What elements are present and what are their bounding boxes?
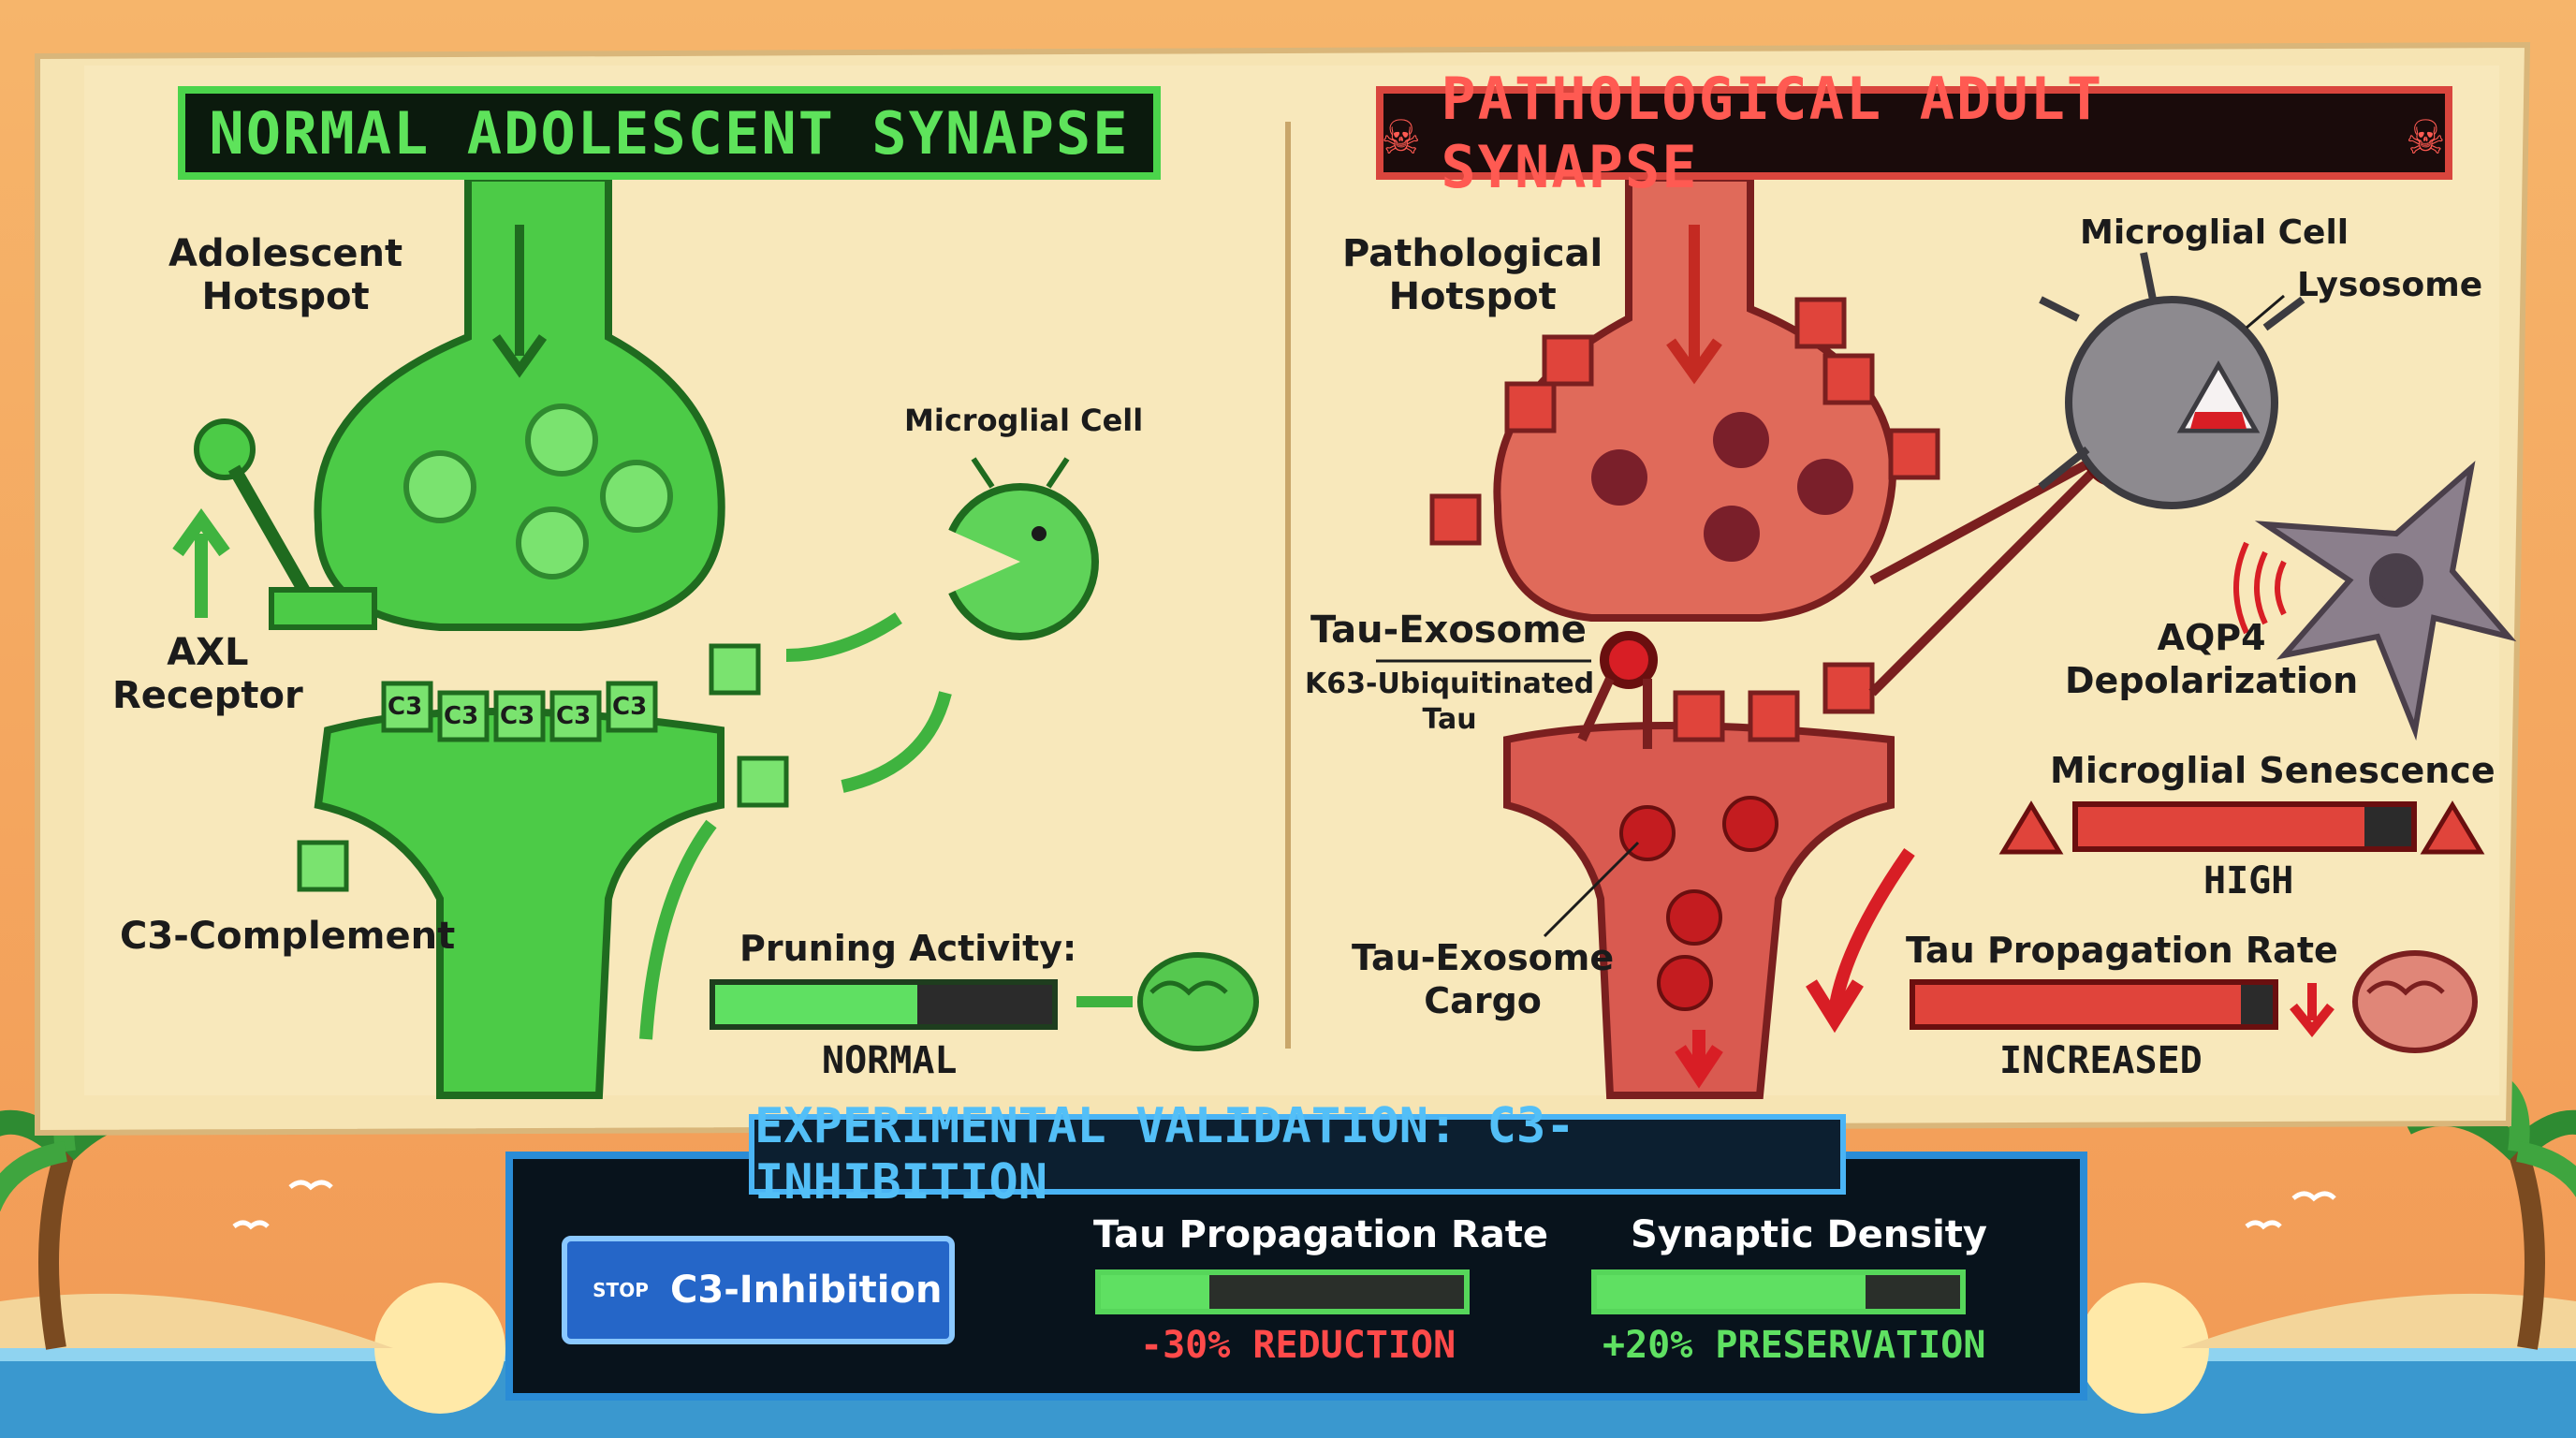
exp-tau-value: -30% REDUCTION — [1140, 1324, 1456, 1367]
red-flow-arrows — [1675, 847, 1915, 1089]
lysosome-label: Lysosome — [2297, 266, 2483, 304]
adolescent-hotspot-label: Adolescent Hotspot — [168, 232, 403, 318]
pruning-activity-bar — [710, 979, 1058, 1030]
c3-inhibition-button[interactable]: STOP C3-Inhibition — [562, 1236, 955, 1344]
pruning-activity-fill — [715, 985, 917, 1024]
microglial-senescence-bar — [2072, 801, 2417, 852]
normal-presynaptic-terminal — [314, 174, 725, 631]
c3-tag: C3 — [444, 702, 479, 730]
tau-propagation-bar — [1910, 979, 2278, 1030]
axl-receptor-lever — [172, 418, 377, 630]
normal-c3-tags — [297, 643, 789, 892]
c3-tag: C3 — [388, 693, 423, 721]
axl-receptor-label: AXL Receptor — [112, 631, 303, 717]
pruning-activity-value: NORMAL — [822, 1039, 958, 1082]
skull-icon: ☠ — [1383, 98, 1421, 168]
exp-density-label: Synaptic Density — [1631, 1213, 1987, 1256]
patho-panel-title: ☠ PATHOLOGICAL ADULT SYNAPSE ☠ — [1376, 65, 2452, 201]
patho-title-text: PATHOLOGICAL ADULT SYNAPSE — [1441, 65, 2104, 201]
exp-density-value: +20% PRESERVATION — [1603, 1324, 1986, 1367]
normal-flow-arrows — [639, 612, 952, 1040]
microglial-cell-patho — [2038, 252, 2305, 509]
k63-label: K63-Ubiquitinated Tau — [1305, 668, 1595, 736]
aqp4-waves — [2233, 541, 2287, 635]
c3-tag: C3 — [500, 702, 535, 730]
skull-icon: ☠ — [2408, 98, 2445, 168]
microglial-cell-label-patho: Microglial Cell — [2080, 213, 2349, 252]
brain-normal — [1076, 952, 1259, 1051]
microglial-cell-label-normal: Microglial Cell — [904, 403, 1144, 438]
tau-propagation-label: Tau Propagation Rate — [1906, 930, 2338, 971]
tau-propagation-fill — [1915, 985, 2241, 1024]
normal-panel-title: NORMAL ADOLESCENT SYNAPSE — [178, 86, 1161, 180]
microglial-senescence-label: Microglial Senescence — [2050, 750, 2496, 791]
exp-density-fill — [1597, 1275, 1866, 1309]
patho-c3-tags — [1429, 297, 1940, 742]
sun — [374, 1283, 505, 1414]
tau-propagation-value: INCREASED — [1999, 1039, 2203, 1082]
experiment-title: EXPERIMENTAL VALIDATION: C3-INHIBITION — [749, 1098, 1846, 1211]
exp-tau-label: Tau Propagation Rate — [1093, 1213, 1549, 1256]
c3-tag: C3 — [556, 702, 592, 730]
tau-exosome-label: Tau-Exosome — [1310, 609, 1587, 652]
exp-tau-bar — [1095, 1269, 1470, 1314]
microglial-senescence-fill — [2078, 807, 2365, 846]
brain-damaged — [2290, 950, 2478, 1053]
microglial-cell-normal — [936, 457, 1099, 640]
microglial-senescence-value: HIGH — [2203, 859, 2294, 902]
astrocyte-aqp4 — [2254, 461, 2517, 741]
stop-text: STOP — [593, 1279, 649, 1301]
tau-exosome-cargo-label: Tau-Exosome Cargo — [1352, 937, 1615, 1021]
patho-postsynaptic-terminal — [1503, 722, 1895, 1099]
pruning-activity-label: Pruning Activity: — [739, 928, 1077, 969]
exp-tau-fill — [1101, 1275, 1210, 1309]
warning-icons — [1998, 800, 2485, 855]
aqp4-label: AQP4 Depolarization — [2065, 617, 2359, 701]
pathological-hotspot-label: Pathological Hotspot — [1342, 232, 1603, 318]
c3-tag: C3 — [612, 693, 648, 721]
seagulls — [232, 1180, 2336, 1230]
exp-density-bar — [1591, 1269, 1966, 1314]
c3-complement-label: C3-Complement — [120, 915, 456, 958]
c3-inhibition-label: C3-Inhibition — [670, 1269, 943, 1312]
